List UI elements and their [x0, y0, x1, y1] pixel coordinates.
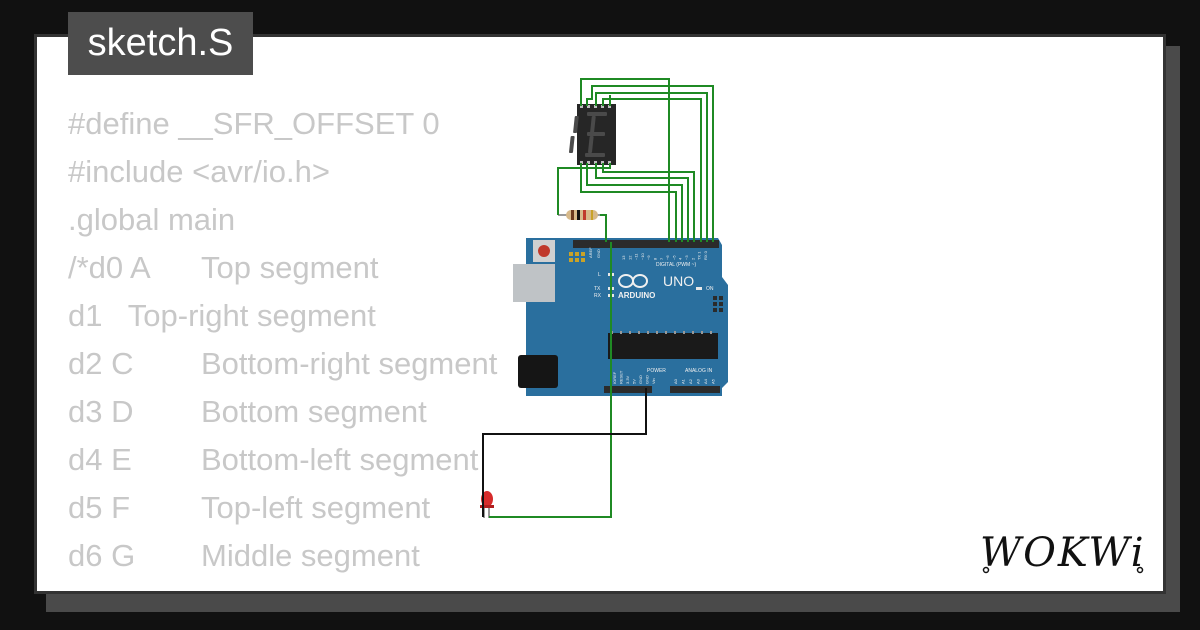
analog-label: ANALOG IN	[685, 368, 713, 374]
file-tab[interactable]: sketch.S	[68, 12, 253, 75]
wokwi-logo: WOKWi	[980, 530, 1146, 576]
code-line: d4 E Bottom-left segment	[68, 436, 497, 484]
code-line: #define __SFR_OFFSET 0	[68, 106, 440, 141]
digital-pin-label: 12	[627, 255, 632, 260]
code-line-label: d6 G	[68, 538, 136, 573]
code-line-comment: Bottom-right segment	[201, 346, 498, 381]
power-pin-label: RESET	[619, 370, 624, 384]
code-line-label: d5 F	[68, 490, 131, 525]
analog-pin-label: A3	[696, 378, 701, 384]
power-header	[604, 386, 652, 393]
code-line-comment: Top-right segment	[127, 298, 376, 333]
power-pin-label: 3.3V	[625, 375, 630, 384]
power-pin-label: Vin	[651, 378, 656, 384]
tx-label: TX	[594, 286, 601, 292]
code-line: d3 D Bottom segment	[68, 388, 497, 436]
analog-pin-label: A4	[703, 378, 708, 384]
digital-header	[573, 240, 719, 248]
l-led-label: L	[598, 272, 601, 278]
code-line-label: d3 D	[68, 394, 134, 429]
power-jack	[518, 355, 558, 388]
code-line-comment: Top segment	[201, 250, 379, 285]
arduino-uno-board[interactable]: ARDUINO UNO DIGITAL (PWM ~) ON L TX RX P…	[513, 238, 728, 396]
power-label: POWER	[647, 368, 666, 374]
code-listing: #define __SFR_OFFSET 0 #include <avr/io.…	[68, 100, 497, 580]
analog-pin-label: A1	[681, 378, 686, 384]
digital-pin-label: 7	[659, 257, 664, 260]
microcontroller-chip	[608, 333, 718, 359]
analog-pin-label: A2	[688, 378, 693, 384]
on-label: ON	[706, 286, 714, 292]
code-line-comment: Middle segment	[201, 538, 420, 573]
usb-port	[513, 264, 555, 302]
digital-pin-label: ~10	[640, 252, 645, 260]
aref-label: AREF	[588, 247, 593, 258]
digital-pin-label: ~9	[646, 255, 651, 260]
digital-pin-label: ~6	[665, 255, 670, 260]
code-line-comment: Bottom segment	[201, 394, 427, 429]
digital-pin-label: 13	[621, 255, 626, 260]
power-pin-label: 5V	[632, 379, 637, 384]
seven-segment-display[interactable]	[569, 104, 616, 165]
analog-pin-label: A0	[673, 378, 678, 384]
code-line: d6 G Middle segment	[68, 532, 497, 580]
code-line-label: d4 E	[68, 442, 132, 477]
code-line-comment: Bottom-left segment	[201, 442, 479, 477]
wires	[482, 78, 714, 518]
digital-pin-label: 2	[690, 257, 695, 260]
gnd-label: GND	[596, 249, 601, 258]
digital-pin-label: RX 0	[703, 250, 708, 260]
digital-pin-label: 8	[653, 257, 658, 260]
digital-pin-label: 4	[678, 257, 683, 260]
power-pin-label: GND	[645, 375, 650, 384]
code-line-label: /*d0 A	[68, 250, 151, 285]
code-line: d5 F Top-left segment	[68, 484, 497, 532]
code-line: #include <avr/io.h>	[68, 154, 330, 189]
code-line: d1 Top-right segment	[68, 292, 497, 340]
code-line: /*d0 A Top segment	[68, 244, 497, 292]
resistor[interactable]	[558, 210, 600, 220]
code-line-label: d2 C	[68, 346, 134, 381]
code-line-comment: Top-left segment	[201, 490, 431, 525]
digital-pin-label: ~11	[634, 253, 639, 260]
code-line: d2 C Bottom-right segment	[68, 340, 497, 388]
digital-label: DIGITAL (PWM ~)	[656, 262, 696, 268]
rx-label: RX	[594, 293, 602, 299]
reset-button	[538, 245, 550, 257]
wokwi-logo-text: WOKWi	[980, 530, 1146, 576]
digital-pin-label: TX 1	[697, 251, 702, 260]
analog-pin-label: A5	[711, 378, 716, 384]
board-brand: ARDUINO	[618, 291, 655, 300]
power-pin-label: IOREF	[612, 371, 617, 384]
board-model: UNO	[663, 273, 694, 289]
arduino-logo-icon	[618, 274, 648, 288]
digital-pin-label: ~5	[671, 255, 676, 260]
code-line: .global main	[68, 202, 236, 237]
power-pin-label: GND	[638, 375, 643, 384]
digital-pin-label: ~3	[684, 255, 689, 260]
analog-header	[670, 386, 720, 393]
code-line-label: d1	[68, 298, 103, 333]
